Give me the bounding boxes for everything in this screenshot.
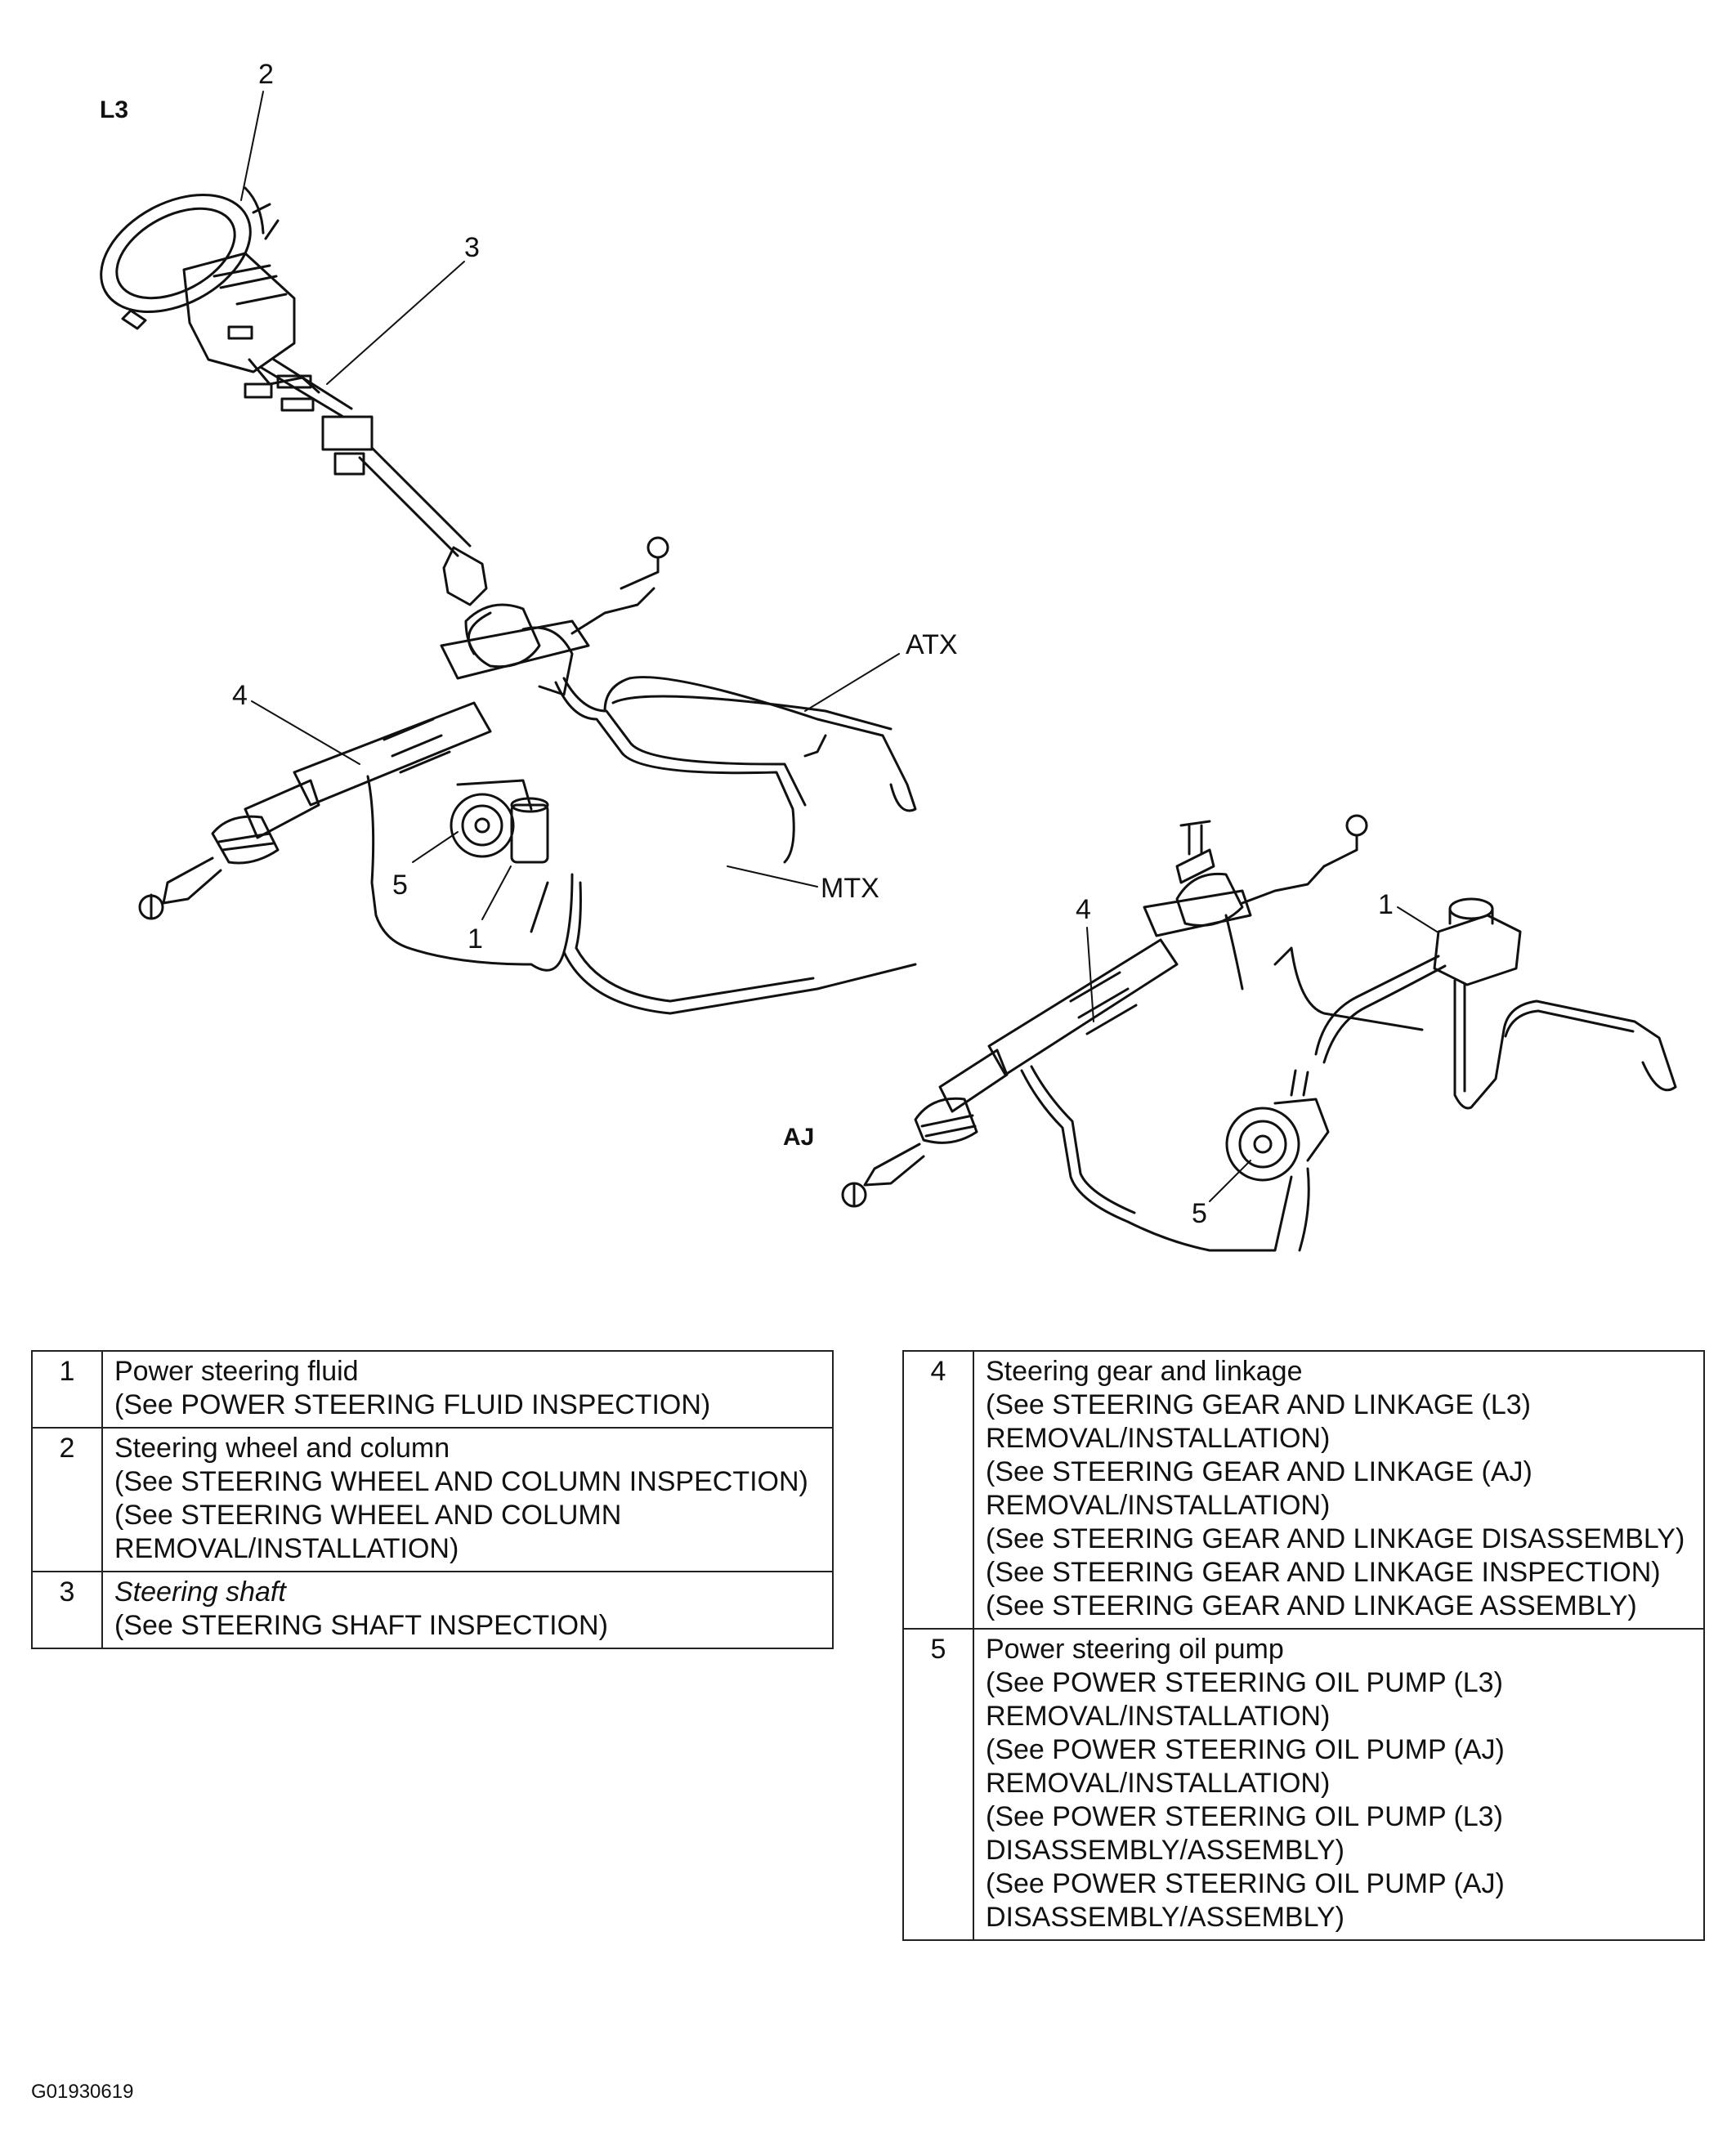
part-description: Steering shaft (See STEERING SHAFT INSPE…: [101, 1571, 834, 1649]
part-reference[interactable]: (See POWER STEERING OIL PUMP (AJ) DISASS…: [986, 1868, 1505, 1933]
variant-label-aj: AJ: [783, 1124, 815, 1151]
table-row: 1 Power steering fluid (See POWER STEERI…: [31, 1350, 834, 1429]
part-reference[interactable]: (See POWER STEERING OIL PUMP (L3) REMOVA…: [986, 1667, 1503, 1732]
aj-callout-5: 5: [1192, 1198, 1207, 1229]
part-number: 3: [31, 1571, 103, 1649]
aj-leaders: [1086, 906, 1438, 1202]
figure-id: G01930619: [31, 2081, 134, 2103]
part-reference[interactable]: (See POWER STEERING OIL PUMP (L3) DISASS…: [986, 1801, 1503, 1866]
table-row: 2 Steering wheel and column (See STEERIN…: [31, 1427, 834, 1572]
part-reference[interactable]: (See STEERING WHEEL AND COLUMN INSPECTIO…: [114, 1466, 808, 1497]
part-reference[interactable]: (See STEERING GEAR AND LINKAGE (AJ) REMO…: [986, 1456, 1532, 1521]
part-number: 1: [31, 1350, 103, 1429]
aj-pump: [1225, 1069, 1330, 1182]
l3-steering-gear: [138, 536, 669, 920]
part-name: Steering wheel and column: [114, 1433, 450, 1464]
aj-callout-1: 1: [1378, 889, 1394, 920]
part-description: Power steering oil pump (See POWER STEER…: [973, 1628, 1705, 1941]
part-reference[interactable]: (See STEERING GEAR AND LINKAGE (L3) REMO…: [986, 1389, 1531, 1454]
part-description: Steering wheel and column (See STEERING …: [101, 1427, 834, 1572]
part-description: Power steering fluid (See POWER STEERING…: [101, 1350, 834, 1429]
steering-system-diagram: 2 3 4 5 1 ATX MTX 4 1 5: [100, 59, 1677, 1252]
l3-callout-2: 2: [258, 59, 274, 90]
part-reference[interactable]: (See STEERING WHEEL AND COLUMN REMOVAL/I…: [114, 1500, 622, 1564]
parts-table-left: 1 Power steering fluid (See POWER STEERI…: [31, 1350, 834, 1649]
l3-callout-4: 4: [232, 680, 248, 711]
part-name: Steering gear and linkage: [986, 1356, 1303, 1387]
table-row: 3 Steering shaft (See STEERING SHAFT INS…: [31, 1571, 834, 1649]
l3-pump: [450, 779, 549, 864]
l3-callout-mtx: MTX: [821, 873, 879, 904]
l3-callout-atx: ATX: [906, 629, 958, 660]
aj-steering-gear: [841, 814, 1368, 1208]
l3-hoses: [366, 676, 917, 1015]
l3-callout-3: 3: [464, 232, 480, 263]
part-reference[interactable]: (See STEERING GEAR AND LINKAGE ASSEMBLY): [986, 1590, 1637, 1621]
variant-label-l3: L3: [100, 96, 129, 123]
l3-callout-1: 1: [468, 923, 483, 955]
l3-callout-5: 5: [392, 870, 408, 901]
l3-steering-column: [182, 252, 488, 606]
table-row: 5 Power steering oil pump (See POWER STE…: [902, 1628, 1705, 1941]
part-name: Power steering fluid: [114, 1356, 359, 1387]
part-reference[interactable]: (See STEERING GEAR AND LINKAGE DISASSEMB…: [986, 1523, 1685, 1554]
part-description: Steering gear and linkage (See STEERING …: [973, 1350, 1705, 1630]
part-reference[interactable]: (See STEERING SHAFT INSPECTION): [114, 1610, 608, 1641]
part-number: 2: [31, 1427, 103, 1572]
parts-table-right: 4 Steering gear and linkage (See STEERIN…: [902, 1350, 1705, 1941]
part-reference[interactable]: (See POWER STEERING FLUID INSPECTION): [114, 1389, 711, 1420]
table-row: 4 Steering gear and linkage (See STEERIN…: [902, 1350, 1705, 1630]
aj-hoses: [1020, 946, 1677, 1252]
aj-reservoir: [1433, 897, 1522, 986]
l3-leaders: [240, 91, 900, 920]
part-reference[interactable]: (See STEERING GEAR AND LINKAGE INSPECTIO…: [986, 1557, 1661, 1588]
part-name: Steering shaft: [114, 1576, 286, 1608]
part-name: Power steering oil pump: [986, 1634, 1284, 1665]
l3-steering-wheel: [100, 186, 280, 330]
part-number: 4: [902, 1350, 974, 1630]
part-reference[interactable]: (See POWER STEERING OIL PUMP (AJ) REMOVA…: [986, 1734, 1505, 1799]
aj-callout-4: 4: [1076, 894, 1091, 925]
part-number: 5: [902, 1628, 974, 1941]
